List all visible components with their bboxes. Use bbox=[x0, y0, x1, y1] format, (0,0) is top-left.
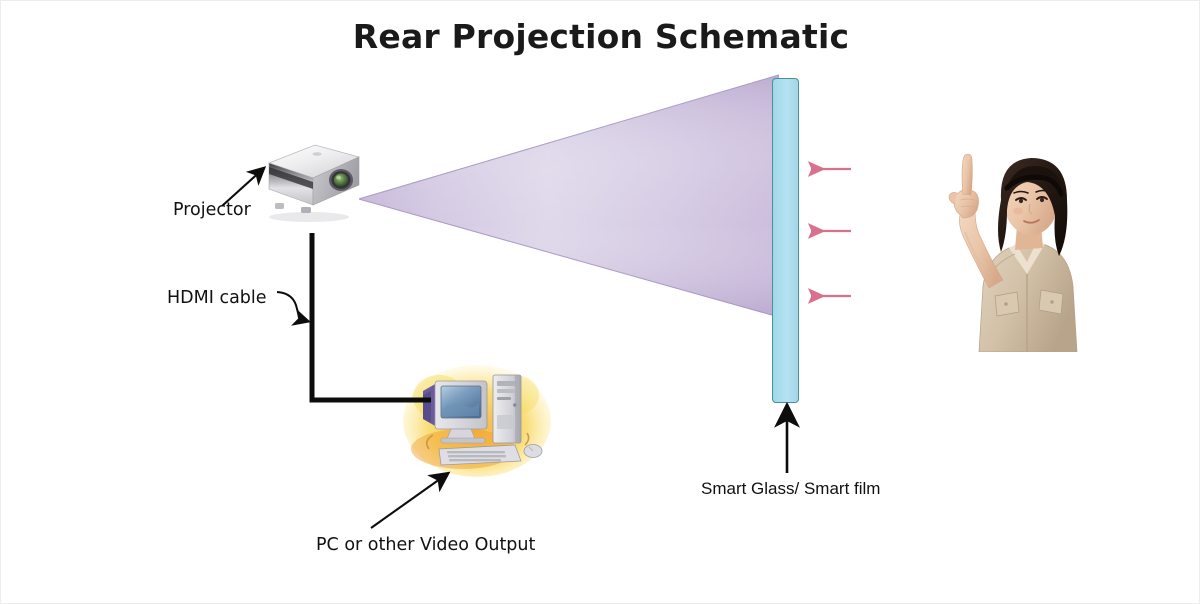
pc-pointer-arrow bbox=[370, 471, 451, 529]
label-projector: Projector bbox=[173, 200, 251, 220]
smart-glass-panel bbox=[772, 78, 799, 403]
desktop-computer bbox=[403, 365, 551, 477]
projection-beam bbox=[359, 74, 779, 318]
label-hdmi-cable: HDMI cable bbox=[167, 288, 267, 308]
projector-device bbox=[267, 144, 361, 222]
label-pc: PC or other Video Output bbox=[316, 535, 536, 555]
page-title: Rear Projection Schematic bbox=[352, 17, 850, 56]
person-pointing bbox=[948, 153, 1078, 352]
label-smart-glass: Smart Glass/ Smart film bbox=[701, 479, 881, 498]
hdmi-pointer-arrow bbox=[276, 291, 311, 326]
